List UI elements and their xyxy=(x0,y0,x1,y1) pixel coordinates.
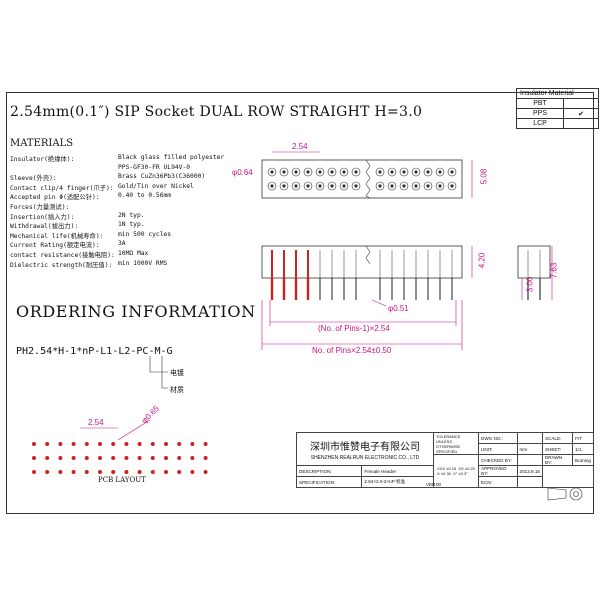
material-note: 材质 xyxy=(170,386,184,394)
tolerance-note: TOLERANCE UNLESS OTHERWISE SPECIFIED xyxy=(433,432,480,455)
spec-value: min 1000V RMS xyxy=(118,259,168,267)
spec-value: min 500 cycles xyxy=(118,230,172,238)
scale-label: SCALE: xyxy=(541,432,574,444)
spec-value: PPS-GF30-FR UL94V-0 xyxy=(118,163,191,171)
approved-by-label: APPROVED BY: xyxy=(478,465,518,477)
version-value: 00 xyxy=(436,482,442,487)
version-label: VER: xyxy=(426,482,437,487)
spec-value: 2N typ. xyxy=(118,211,145,219)
spec-label: contact resistance(接触电阻): xyxy=(10,252,115,259)
dim-height-763: 7.63 xyxy=(549,262,559,279)
spec-label: Contact clip/4 finger(爪子): xyxy=(10,184,114,192)
drawn-by-label: DRAWN BY: xyxy=(541,454,574,466)
spec-value: Gold/Tin over Nickel xyxy=(118,182,194,190)
dim-pitch-formula: (No. of Pins-1)×2.54 xyxy=(318,324,390,333)
dim-pitch-top: 2.54 xyxy=(292,142,308,151)
company-name-en: SHENZHEN REALRUN ELECTRONIC CO., LTD xyxy=(310,454,420,461)
insulator-material-table: Insulator Material PBT PPS✔ LCP xyxy=(516,88,599,129)
insulator-row-name: PPS xyxy=(516,108,564,119)
spec-label: Sleeve(外壳): xyxy=(10,175,57,183)
dim-pin-diameter: φ0.51 xyxy=(388,304,409,313)
spec-label: Forces(力量测试): xyxy=(10,204,70,211)
dim-length-formula: No. of Pins×2.54±0.50 xyxy=(312,346,392,355)
spec-label: Dielectric strength(耐压值): xyxy=(10,261,113,269)
spec-value: 0.40 to 0.56mm xyxy=(118,192,172,200)
insulator-row-check xyxy=(563,118,599,129)
spec-label: Accepted pin Φ(适配公针): xyxy=(10,194,100,202)
spec-value: 3A xyxy=(118,240,126,248)
spec-label: Current Rating(额定电流): xyxy=(10,242,100,250)
company-name-cn: 深圳市惟赞电子有限公司 xyxy=(310,441,420,453)
spec-label: Insertion(插入力): xyxy=(10,213,75,221)
plating-note: 电镀 xyxy=(170,369,184,377)
ordering-heading: ORDERING INFORMATION xyxy=(16,302,256,321)
unit-value: mm xyxy=(516,443,543,455)
date-value: 2013.9.16 xyxy=(516,465,543,477)
checked-by-label: CHECKED BY: xyxy=(478,454,518,466)
description-label: DESCRIPTION: xyxy=(295,465,363,477)
pcb-layout-label: PCB LAYOUT xyxy=(98,476,146,484)
spec-value: 10MΩ Max xyxy=(118,250,149,257)
spec-label: Withdrawal(拔出力): xyxy=(10,223,79,231)
spec-value: Black glass filled polyester xyxy=(118,154,225,161)
title-block: 深圳市惟赞电子有限公司 SHENZHEN REALRUN ELECTRONIC … xyxy=(295,432,595,488)
specification-value: 2.54×3.0-2×nP 标准 xyxy=(361,476,435,488)
insulator-row-check: ✔ xyxy=(563,108,599,119)
sheet-label: SHEET: xyxy=(541,443,574,455)
sheet-value: 1/1 xyxy=(572,443,594,455)
dwg-no-label: DWG NO.: xyxy=(478,432,518,444)
insulator-row-name: LCP xyxy=(516,118,564,129)
part-number-code: PH2.54*H-1*nP-L1-L2-PC-M-G xyxy=(16,346,173,357)
materials-heading: MATERIALS xyxy=(10,138,74,149)
dim-hole-top: φ0.64 xyxy=(232,168,253,177)
dim-height-420: 4.20 xyxy=(477,252,487,269)
scale-value: FIT xyxy=(572,432,594,444)
dim-row-height: 5.08 xyxy=(479,168,489,185)
drawn-by-value: Burning xyxy=(572,454,594,466)
dim-height-300: 3.00 xyxy=(525,276,535,293)
insulator-table-heading: Insulator Material xyxy=(516,88,599,99)
unit-label: UNIT: xyxy=(478,443,518,455)
specification-label: SPECIFICATION: xyxy=(295,476,363,488)
ecn-label: ECN: xyxy=(478,476,518,488)
pcb-pitch-label: 2.54 xyxy=(88,418,104,427)
insulator-row-name: PBT xyxy=(516,98,564,109)
spec-label: Insulator(绝缘体): xyxy=(10,156,75,163)
description-value: Female Header xyxy=(361,465,435,477)
insulator-row-check xyxy=(563,98,599,109)
spec-value: 1N typ. xyxy=(118,221,145,229)
drawing-title: 2.54mm(0.1″) SIP Socket DUAL ROW STRAIGH… xyxy=(10,104,423,120)
spec-label: Mechanical life(机械寿命): xyxy=(10,232,104,240)
tolerance-values: .XXX ±0.15 .XX ±0.20 .X ±0.30 .X° ±0.3° xyxy=(433,454,480,488)
drawing-frame xyxy=(6,92,594,514)
spec-value: Brass CuZn36Pb3(C36000) xyxy=(118,173,206,181)
